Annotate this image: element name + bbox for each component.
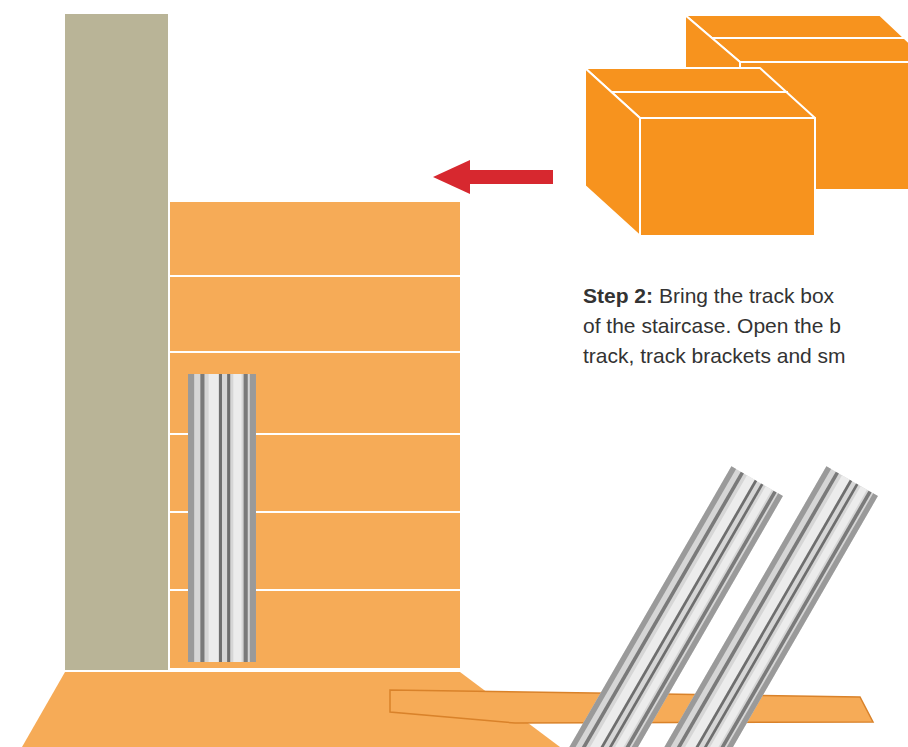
wall xyxy=(65,14,168,670)
installed-track xyxy=(188,374,256,662)
track-box xyxy=(585,68,815,236)
instruction-text: Step 2: Bring the track box of the stairca… xyxy=(583,281,908,371)
instruction-line: of the staircase. Open the b xyxy=(583,314,841,337)
staircase xyxy=(170,202,460,668)
text-line: track, track brackets and sm xyxy=(583,341,908,371)
step-heading: Step 2: xyxy=(583,284,653,307)
instruction-line: Bring the track box xyxy=(659,284,834,307)
text-line: of the staircase. Open the b xyxy=(583,311,908,341)
text-line: Step 2: Bring the track box xyxy=(583,281,908,311)
direction-arrow xyxy=(433,160,553,194)
instruction-line: track, track brackets and sm xyxy=(583,344,846,367)
loose-track xyxy=(661,466,877,747)
